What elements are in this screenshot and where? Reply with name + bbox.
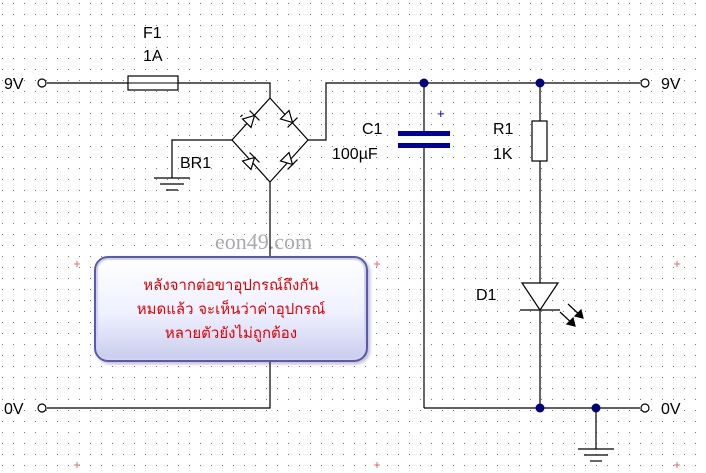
capacitor-polarity: + xyxy=(437,106,445,121)
ground-icon xyxy=(578,448,614,462)
watermark-text: eon49.com xyxy=(215,229,312,254)
fuse-value: 1A xyxy=(143,48,163,65)
terminal-icon[interactable] xyxy=(640,78,650,88)
led-ref: D1 xyxy=(476,287,497,304)
terminal-label-in-neg: 0V xyxy=(4,401,24,418)
bridge-rectifier-icon[interactable] xyxy=(231,97,309,183)
resistor-value: 1K xyxy=(493,146,513,163)
led-icon[interactable] xyxy=(520,282,584,327)
note-line-1: หลังจากต่อขาอุปกรณ์ถึงกัน xyxy=(143,276,319,294)
annotation-note: หลังจากต่อขาอุปกรณ์ถึงกัน หมดแล้ว จะเห็น… xyxy=(94,256,368,362)
capacitor-icon[interactable] xyxy=(398,131,450,148)
note-line-3: หลายตัวยังไม่ถูกต้อง xyxy=(164,324,298,342)
wires xyxy=(47,82,640,449)
terminal-label-out-neg: 0V xyxy=(661,401,681,418)
terminal-icon[interactable] xyxy=(37,403,47,413)
resistor-icon[interactable] xyxy=(531,120,548,162)
capacitor-ref: C1 xyxy=(362,121,383,138)
grid-markers xyxy=(74,261,680,468)
ground-icon xyxy=(154,177,190,191)
resistor-ref: R1 xyxy=(493,121,514,138)
terminal-icon[interactable] xyxy=(37,78,47,88)
terminal-label-in-pos: 9V xyxy=(4,76,24,93)
terminal-icon[interactable] xyxy=(640,403,650,413)
junction-dots xyxy=(419,78,601,413)
note-line-2: หมดแล้ว จะเห็นว่าค่าอุปกรณ์ xyxy=(136,300,326,318)
bridge-ref: BR1 xyxy=(180,155,211,172)
capacitor-value: 100µF xyxy=(332,146,378,163)
fuse-ref: F1 xyxy=(143,25,162,42)
fuse-icon[interactable] xyxy=(127,75,179,91)
terminal-label-out-pos: 9V xyxy=(661,76,681,93)
